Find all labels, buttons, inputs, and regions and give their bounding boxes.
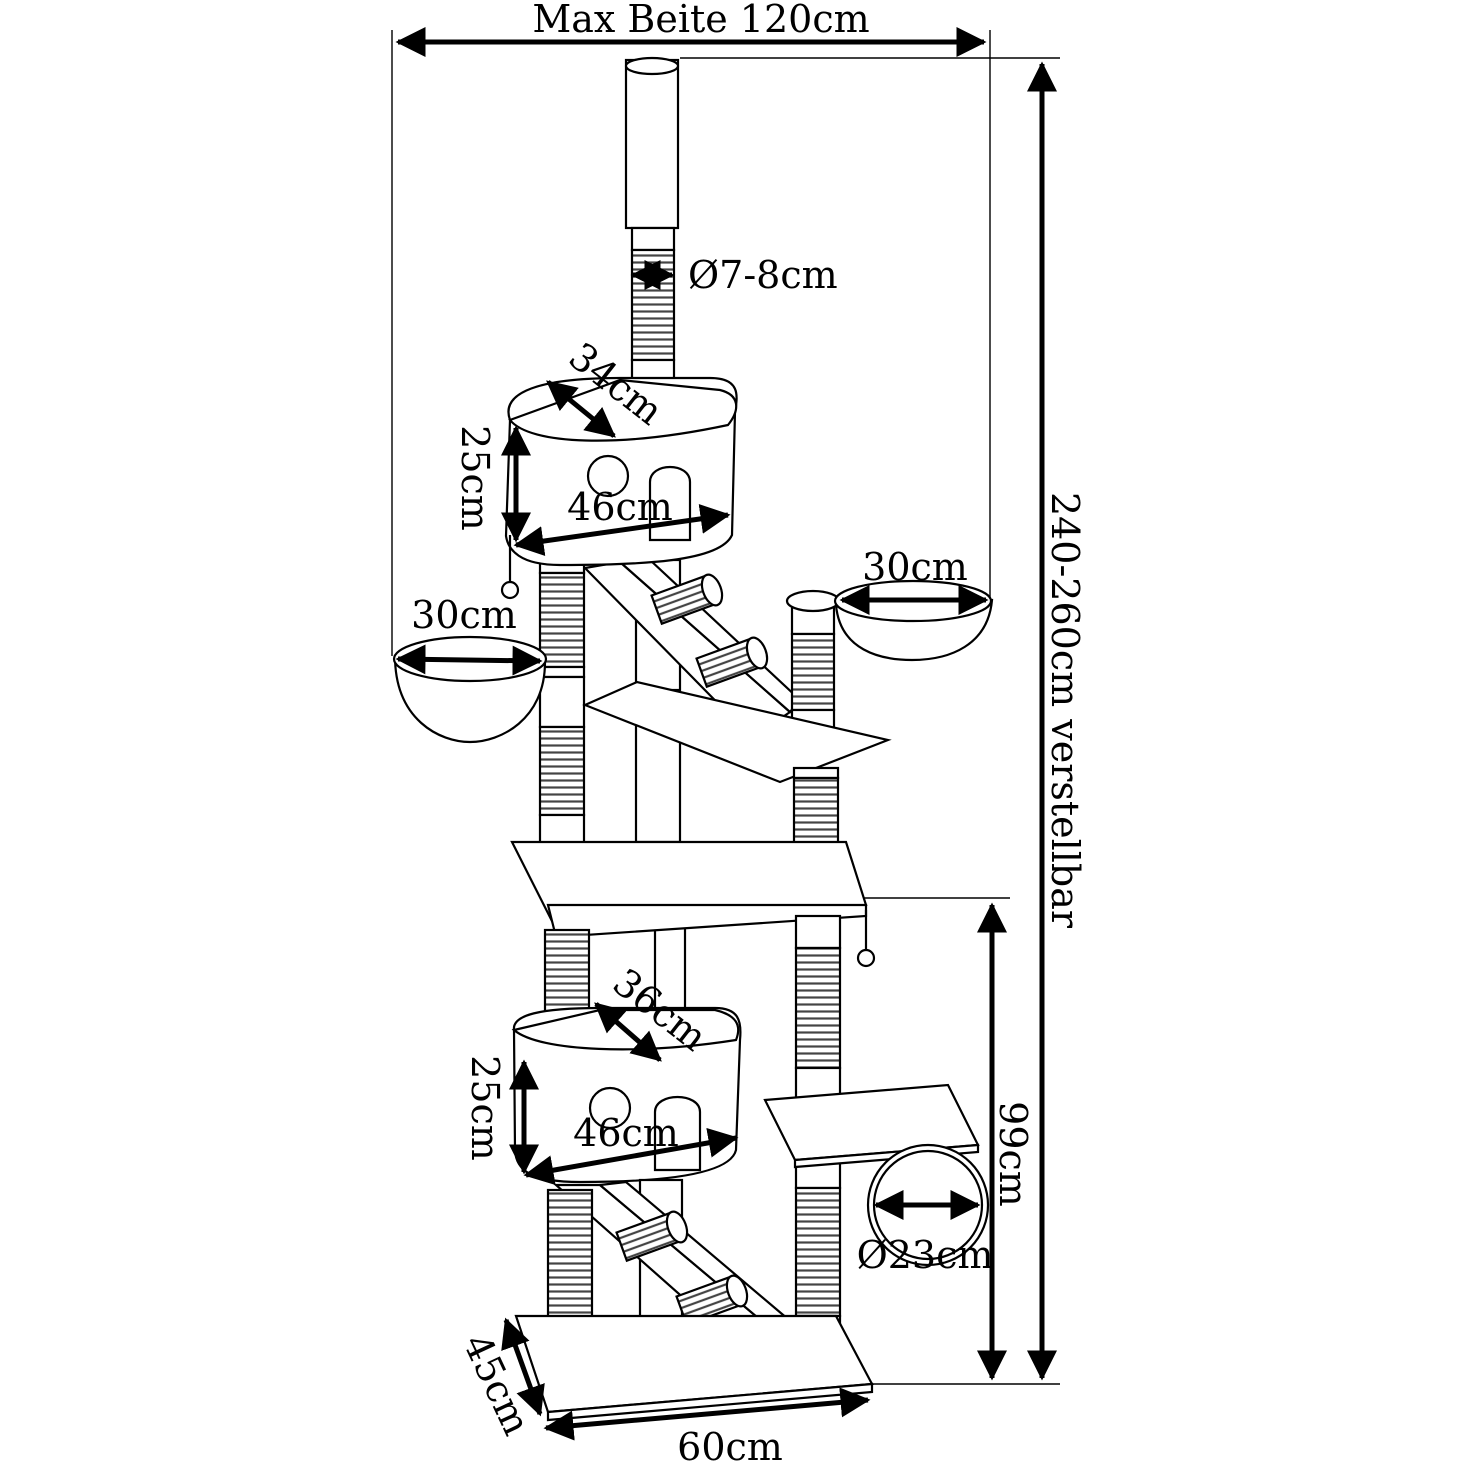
ramp-step: [615, 1210, 689, 1263]
top-house-height-label: 25cm: [453, 425, 497, 531]
lower-house-height-label: 25cm: [463, 1055, 507, 1161]
upper-ramp: [582, 558, 802, 740]
total-height-label: 240-260cm verstellbar: [1043, 492, 1087, 929]
tunnel-diameter-label: Ø23cm: [857, 1233, 994, 1277]
post-diameter-label: Ø7-8cm: [688, 253, 838, 297]
right-bowl: [833, 579, 994, 662]
hanging-toy: [856, 910, 876, 968]
base-depth-arrow: [501, 1317, 545, 1417]
right-short-post: [785, 589, 841, 734]
left-bowl-label: 30cm: [411, 593, 517, 637]
top-house-depth-arrow: [546, 380, 616, 438]
dimension-arrows: [395, 27, 1057, 1441]
extension-lines: [391, 30, 1060, 1385]
base-width-arrow: [543, 1387, 871, 1441]
ramp-step: [650, 573, 724, 626]
max-width-label: Max Beite 120cm: [532, 0, 869, 41]
right-bowl-label: 30cm: [862, 545, 968, 589]
house-entry-hole: [586, 454, 630, 498]
ramp-step: [675, 1274, 749, 1327]
top-house-toy: [500, 535, 520, 600]
lower-house-depth-arrow: [594, 1002, 662, 1062]
lower-section-height-label: 99cm: [991, 1101, 1035, 1207]
lower-house-width-arrow: [523, 1127, 739, 1186]
upper-platform: [582, 680, 892, 784]
top-house-width-arrow: [513, 504, 731, 556]
base-width-label: 60cm: [677, 1425, 783, 1465]
top-house-width-label: 46cm: [567, 485, 673, 529]
ramp-step: [695, 636, 769, 689]
middle-platform: [510, 840, 868, 939]
left-post-upper: [538, 553, 586, 845]
left-bowl: [392, 635, 548, 744]
left-bowl-arrow: [395, 644, 543, 676]
upper-post: [624, 56, 680, 402]
lower-house-width-label: 46cm: [573, 1111, 679, 1155]
